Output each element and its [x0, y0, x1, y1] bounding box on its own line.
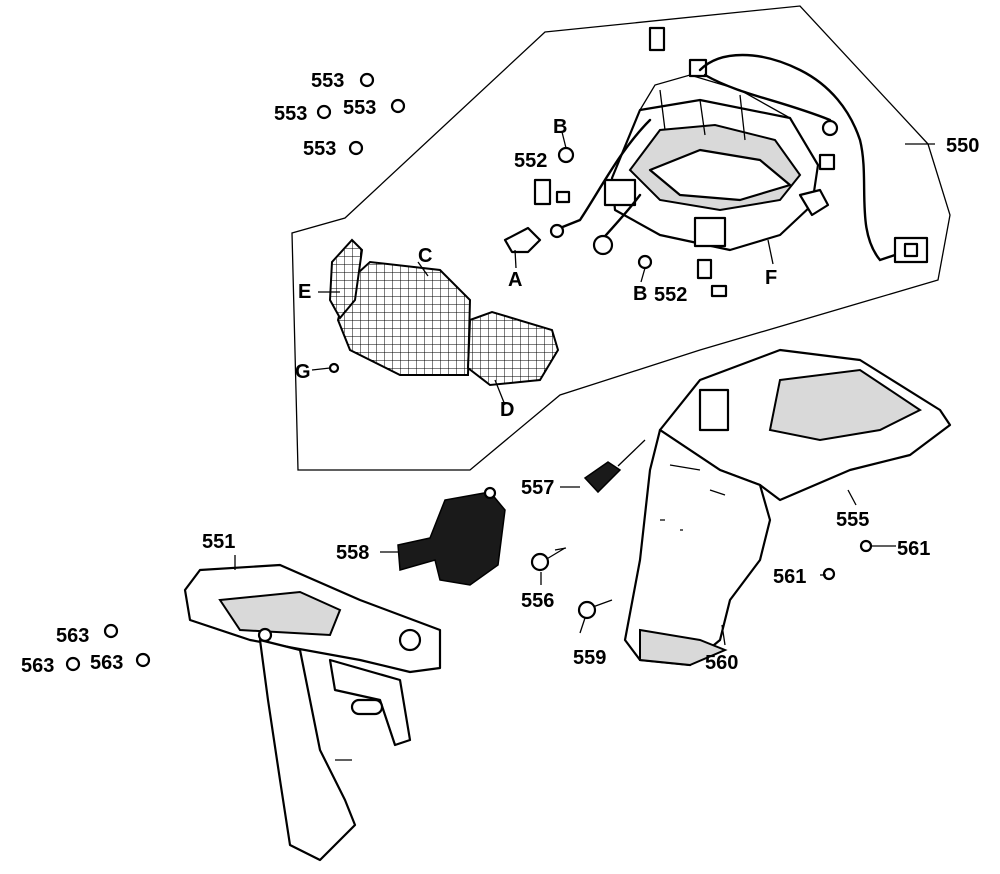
label-553a: 553 [311, 70, 344, 92]
label-563a: 563 [56, 625, 89, 647]
lens-e [328, 238, 364, 320]
label-550: 550 [946, 135, 979, 157]
label-556: 556 [521, 590, 554, 612]
label-561b: 561 [773, 566, 806, 588]
lens-d [466, 310, 560, 387]
label-559: 559 [573, 647, 606, 669]
label-552a: 552 [514, 150, 547, 172]
label-553c: 553 [343, 97, 376, 119]
label-560: 560 [705, 652, 738, 674]
label-B1: B [553, 116, 567, 138]
bolt-556 [530, 547, 566, 572]
lens-c [336, 260, 472, 376]
nut-563c [135, 652, 151, 668]
label-561a: 561 [897, 538, 930, 560]
mudflap-558 [397, 491, 506, 586]
label-555: 555 [836, 509, 869, 531]
nut-563a [103, 623, 119, 639]
screw-g [328, 362, 340, 374]
bolt-559 [577, 599, 613, 620]
nut-553b [316, 104, 332, 120]
label-551: 551 [202, 531, 235, 553]
label-558: 558 [336, 542, 369, 564]
label-F: F [765, 267, 777, 289]
nut-563b [65, 656, 81, 672]
label-A: A [508, 269, 522, 291]
label-E: E [298, 281, 311, 303]
label-D: D [500, 399, 514, 421]
label-B2: B [633, 283, 647, 305]
label-553b: 553 [274, 103, 307, 125]
license-bracket [183, 563, 442, 862]
screw-561b [822, 567, 836, 581]
label-C: C [418, 245, 432, 267]
label-563b: 563 [21, 655, 54, 677]
nut-553c [390, 98, 406, 114]
label-557: 557 [521, 477, 554, 499]
label-G: G [295, 361, 311, 383]
screw-561a [859, 539, 873, 553]
nut-553d [348, 140, 364, 156]
nut-553a [359, 72, 375, 88]
rear-fender [623, 348, 952, 667]
label-553d: 553 [303, 138, 336, 160]
sensor-557 [583, 461, 622, 494]
taillight-housing [503, 26, 929, 298]
label-552b: 552 [654, 284, 687, 306]
label-563c: 563 [90, 652, 123, 674]
